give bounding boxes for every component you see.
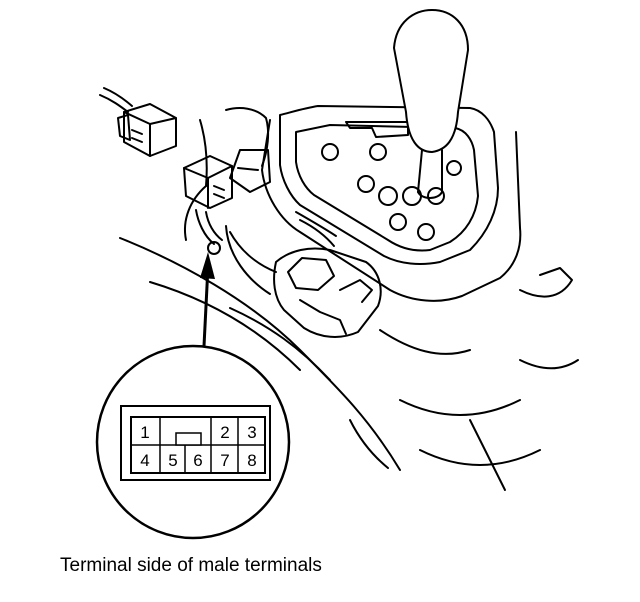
shift-knob: [393, 9, 469, 199]
connector-locking-tab: [175, 432, 202, 446]
harness-connector: [117, 103, 177, 157]
pin-4: 4: [140, 451, 149, 470]
pin-7: 7: [220, 451, 229, 470]
pointer-arrow: [200, 252, 215, 347]
pin-6: 6: [193, 451, 202, 470]
connector-detail-circle: 1 2 3 4 5 6 7 8: [95, 344, 291, 540]
pin-1: 1: [140, 423, 149, 442]
pin-5: 5: [168, 451, 177, 470]
wire-harness: [99, 87, 133, 113]
pin-8: 8: [247, 451, 256, 470]
pin-2: 2: [220, 423, 229, 442]
diagram-caption: Terminal side of male terminals: [60, 555, 322, 576]
shift-gate-plate: [261, 105, 522, 302]
pin-3: 3: [247, 423, 256, 442]
shift-mechanism: [225, 149, 382, 338]
shift-position-connector: [183, 155, 233, 255]
console-housing: [119, 107, 579, 491]
